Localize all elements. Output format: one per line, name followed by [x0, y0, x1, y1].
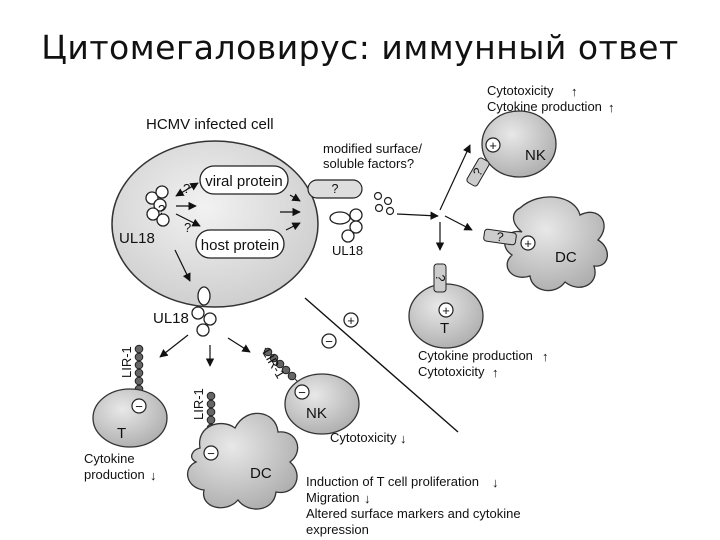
arrow-up-icon: ↑ [571, 84, 578, 99]
ul18-label-free: UL18 [153, 310, 189, 327]
ul18-label-cell: UL18 [119, 230, 155, 247]
plus-sign-icon: + [343, 312, 359, 328]
infected-cell-label: HCMV infected cell [146, 116, 274, 133]
modified-factors-label: modified surface/ [323, 141, 422, 156]
dc-effect-label: Altered surface markers and cytokine [306, 506, 521, 521]
nk-cell-bottom: NK − [284, 373, 360, 435]
arrow-down-icon: ↓ [492, 475, 499, 490]
svg-text:?: ? [496, 230, 505, 245]
svg-text:+: + [442, 303, 450, 318]
nk-cell-top: NK + ? [466, 110, 557, 187]
internal-arrows [175, 182, 301, 231]
arrow-up-icon: ↑ [542, 349, 549, 364]
arrow-down-icon: ↓ [364, 491, 371, 506]
t-effect-label: Cytotoxicity [418, 364, 485, 379]
svg-text:T: T [117, 425, 126, 442]
dc-cell-right: DC + ? [483, 196, 608, 292]
svg-text:+: + [524, 236, 532, 251]
svg-text:NK: NK [525, 147, 546, 164]
arrow-down-icon: ↓ [400, 431, 407, 446]
svg-text:DC: DC [555, 249, 577, 266]
svg-text:NK: NK [306, 405, 327, 422]
modified-factor-box: ? [307, 179, 363, 199]
svg-text:−: − [135, 399, 143, 414]
lir1-label: LIR-1 [191, 388, 206, 420]
arrow-up-icon: ↑ [608, 100, 615, 115]
slide-title: Цитомегаловирус: иммунный ответ [41, 28, 679, 67]
signal-arrows [396, 144, 473, 251]
t-cell-middle: T + ? [408, 263, 484, 349]
dc-cell-bottom: DC − [186, 412, 299, 510]
ul18-molecule-icon [145, 185, 170, 227]
svg-text:+: + [347, 313, 355, 328]
inhibition-arrows [159, 334, 251, 367]
question-mark: ? [158, 202, 165, 217]
dc-effect-label: expression [306, 522, 369, 537]
t-cell-bottom: T − [92, 388, 168, 448]
question-mark: ? [184, 220, 191, 235]
ul18-molecule-icon [191, 286, 217, 337]
dc-effect-label: Migration [306, 490, 359, 505]
lir1-label: LIR-1 [119, 346, 134, 378]
host-protein-box: host protein [195, 229, 285, 259]
svg-text:−: − [325, 334, 333, 349]
top-effect-label: Cytokine production [487, 99, 602, 114]
svg-text:DC: DC [250, 465, 272, 482]
release-arrow [174, 249, 191, 282]
host-protein-label: host protein [201, 237, 279, 254]
ul18-molecule-icon [329, 208, 363, 243]
svg-text:?: ? [433, 275, 447, 282]
arrow-up-icon: ↑ [492, 365, 499, 380]
modified-factors-label: soluble factors? [323, 156, 414, 171]
svg-text:−: − [207, 446, 215, 461]
nk-bottom-effect: Cytotoxicity [330, 430, 397, 445]
viral-protein-label: viral protein [205, 173, 283, 190]
svg-text:T: T [440, 320, 449, 337]
viral-protein-box: viral protein [199, 165, 289, 195]
svg-text:−: − [298, 385, 306, 400]
t-effect-label: Cytokine production [418, 348, 533, 363]
arrow-down-icon: ↓ [150, 468, 157, 483]
svg-text:+: + [489, 138, 497, 153]
top-effect-label: Cytotoxicity [487, 83, 554, 98]
lir1-receptor-nk [263, 347, 301, 385]
t-bottom-effect: Cytokine [84, 451, 135, 466]
t-bottom-effect: production [84, 467, 145, 482]
minus-sign-icon: − [321, 333, 337, 349]
ul18-label-secreted: UL18 [332, 243, 363, 258]
svg-text:?: ? [332, 182, 339, 196]
divider-line [304, 297, 459, 433]
soluble-factor-icons [373, 191, 395, 216]
dc-effect-label: Induction of T cell proliferation [306, 474, 479, 489]
